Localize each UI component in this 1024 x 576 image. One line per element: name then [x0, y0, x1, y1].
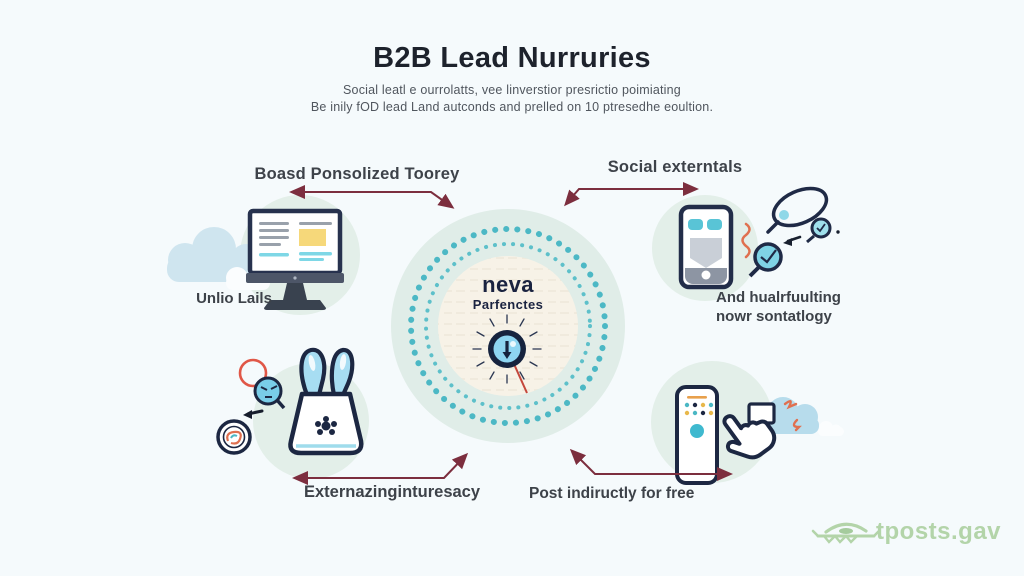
caption-top-right-line-1: And hualrfuulting — [716, 289, 841, 306]
subtitle-line-2: Be inily fOD lead Land autconds and prel… — [310, 100, 714, 114]
hub-subname: Parfenctes — [472, 297, 544, 312]
desktop-monitor-icon — [246, 208, 344, 310]
smartphone-shield-icon — [678, 204, 734, 290]
caption-bottom-right: Post indiructly for free — [529, 485, 695, 502]
caption-top-left: Unlio Lails — [196, 290, 272, 307]
brand-wordmark: tposts.gav — [876, 518, 1002, 545]
connector-arrows — [289, 182, 733, 485]
page-title: B2B Lead Nurruries — [373, 42, 651, 74]
fish-logo-icon — [811, 522, 881, 544]
heading-top-right: Social externtals — [607, 158, 743, 176]
clock-burst-icon — [472, 314, 542, 394]
heading-top-left: Boasd Ponsolized Toorey — [254, 165, 460, 183]
hub-name: neva — [482, 272, 534, 297]
smartphone-tap-icon — [675, 385, 719, 485]
caption-top-right-line-2: nowr sontatlogy — [716, 308, 832, 325]
caption-bottom-left: Externazinginturesacy — [303, 483, 481, 501]
bunny-apron-icon — [288, 347, 364, 456]
chat-doodle-icons — [741, 186, 840, 278]
hand-cursor-icon — [722, 414, 777, 460]
subtitle-line-1: Social leatl e ourrolatts, vee linversti… — [343, 83, 681, 97]
apron-emblem — [315, 416, 337, 435]
central-hub — [391, 209, 625, 443]
search-doodle-icons — [216, 358, 286, 455]
cloud-upload-icon — [747, 397, 844, 436]
